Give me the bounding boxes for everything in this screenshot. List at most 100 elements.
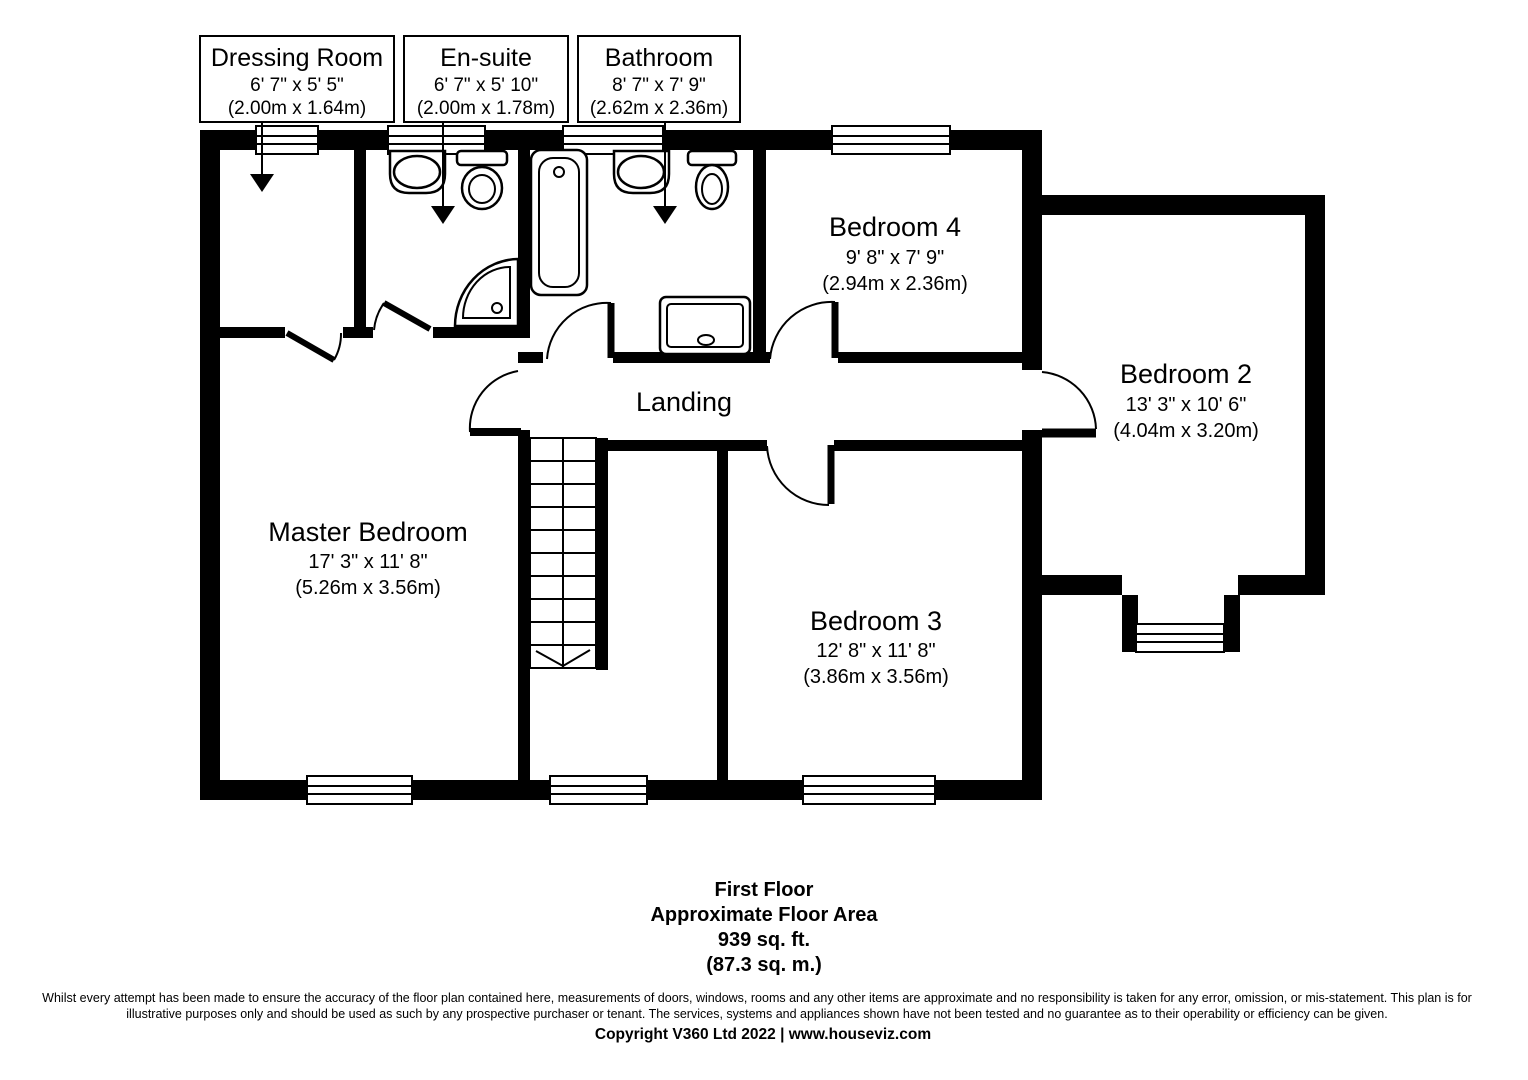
label-landing: Landing (636, 387, 732, 417)
door-swing-arc (1041, 371, 1097, 430)
wall-stairs-right (596, 438, 608, 670)
callout-box-border (199, 35, 395, 123)
room-dimensions-imperial: 12' 8" x 11' 8" (816, 640, 935, 662)
wall-bedroom2-top (1042, 195, 1325, 215)
window-glazing-lines (563, 135, 663, 145)
window-bedroom4 (831, 125, 951, 155)
room-labels: Bedroom 4 9' 8" x 7' 9" (2.94m x 2.36m) … (268, 212, 1259, 688)
label-master-bedroom: Master Bedroom 17' 3" x 11' 8" (5.26m x … (268, 517, 468, 599)
toilet-bowl (694, 163, 730, 211)
window-master-bedroom (306, 775, 413, 805)
legal-text: Whilst every attempt has been made to en… (42, 991, 1472, 1043)
window-glazing-lines (307, 785, 412, 795)
arrow-dressing-room (250, 122, 274, 192)
door-swing-arc (468, 370, 519, 433)
room-dimensions-imperial: 17' 3" x 11' 8" (308, 551, 427, 573)
arrow-head-icon (250, 174, 274, 192)
shower-drain (491, 302, 503, 314)
bathtub (529, 148, 589, 297)
window-glazing-lines (550, 785, 647, 795)
window-glazing-lines (256, 135, 318, 145)
callout-dressing-room: Dressing Room 6' 7" x 5' 5" (2.00m x 1.6… (199, 35, 395, 123)
bathroom-shower-tray (658, 295, 752, 356)
floor-name: First Floor (715, 879, 814, 901)
window-bedroom3 (802, 775, 936, 805)
arrow-head-icon (653, 206, 677, 224)
walls (200, 130, 1325, 800)
room-dimensions-metric: (2.94m x 2.36m) (822, 273, 968, 295)
room-dimensions-imperial: 13' 3" x 10' 6" (1126, 394, 1247, 416)
room-title: Bedroom 3 (810, 606, 942, 636)
door-bedroom2 (1041, 371, 1097, 438)
wall-bedroom4-bottom (838, 352, 1022, 363)
windows (255, 125, 1225, 805)
room-title: Landing (636, 387, 732, 417)
door-bedroom3 (766, 445, 835, 507)
floor-area-label: Approximate Floor Area (650, 904, 878, 926)
wall-bedroom3-top-east (834, 440, 1022, 451)
window-glazing-lines (803, 785, 935, 795)
wall-bedroom3-top-west (602, 440, 767, 451)
callout-box-border (403, 35, 569, 123)
door-swing-arc (769, 300, 836, 360)
bathroom-sink (612, 149, 671, 195)
callout-dimensions-imperial: 6' 7" x 5' 10" (434, 75, 538, 96)
room-dimensions-imperial: 9' 8" x 7' 9" (846, 247, 945, 269)
ensuite-corner-shower (453, 257, 520, 328)
window-ensuite (387, 125, 486, 155)
door-ensuite (373, 300, 432, 332)
window-glazing-lines (1136, 633, 1224, 643)
wall-dressing-bottom (210, 327, 285, 338)
wall-bedroom2-right (1305, 195, 1325, 595)
wall-master-right (518, 430, 530, 780)
toilet-cistern (455, 149, 509, 167)
wall-ensuite-bottom (433, 327, 530, 338)
window-glazing-lines (388, 135, 485, 145)
disclaimer-line2: illustrative purposes only and should be… (126, 1007, 1387, 1021)
ensuite-toilet (455, 149, 509, 211)
door-bathroom (546, 301, 615, 360)
footer-summary: First Floor Approximate Floor Area 939 s… (650, 879, 878, 976)
callout-dimensions-imperial: 8' 7" x 7' 9" (612, 75, 706, 96)
callout-dimensions-metric: (2.00m x 1.78m) (417, 98, 555, 119)
label-bedroom4: Bedroom 4 9' 8" x 7' 9" (2.94m x 2.36m) (822, 212, 968, 295)
window-frame (306, 775, 413, 805)
callout-title: En-suite (440, 44, 532, 72)
door-leaf (382, 300, 432, 332)
wall-stub-dressing-ensuite (343, 327, 373, 338)
room-dimensions-metric: (4.04m x 3.20m) (1113, 420, 1259, 442)
toilet-cistern (686, 149, 738, 167)
wall-bedroom2-bottom-left (1042, 575, 1122, 595)
fixtures (388, 148, 752, 356)
callout-arrows (250, 122, 677, 224)
door-swing-arc (766, 445, 830, 507)
window-frame (255, 125, 319, 155)
sink-basin (392, 154, 442, 190)
shower-tray (658, 295, 752, 356)
callout-dimensions-metric: (2.62m x 2.36m) (590, 98, 728, 119)
label-bedroom2: Bedroom 2 13' 3" x 10' 6" (4.04m x 3.20m… (1113, 359, 1259, 442)
callout-title: Bathroom (605, 44, 713, 72)
bathtub-drain (553, 166, 565, 178)
wall-bedroom2-bottom-right (1238, 575, 1325, 595)
bathtub-inner (538, 157, 580, 288)
room-dimensions-metric: (5.26m x 3.56m) (295, 577, 441, 599)
window-frame (549, 775, 648, 805)
callout-ensuite: En-suite 6' 7" x 5' 10" (2.00m x 1.78m) (403, 35, 569, 123)
bathtub-outer (529, 148, 589, 297)
window-frame (387, 125, 486, 155)
wall-bathroom-bedroom4-divider (753, 148, 766, 363)
room-title: Bedroom 4 (829, 212, 961, 242)
wall-bedroom3-left (717, 440, 728, 780)
door-leaf (285, 330, 336, 363)
shower-tray-inner (666, 303, 744, 348)
door-swing-arc (546, 301, 612, 360)
door-bedroom4 (769, 300, 839, 360)
room-title: Master Bedroom (268, 517, 468, 547)
room-title: Bedroom 2 (1120, 359, 1252, 389)
ensuite-sink (388, 149, 447, 195)
window-glazing-lines (832, 135, 950, 145)
stairs-direction-arrow (535, 649, 591, 668)
stairs-treads (530, 460, 596, 646)
